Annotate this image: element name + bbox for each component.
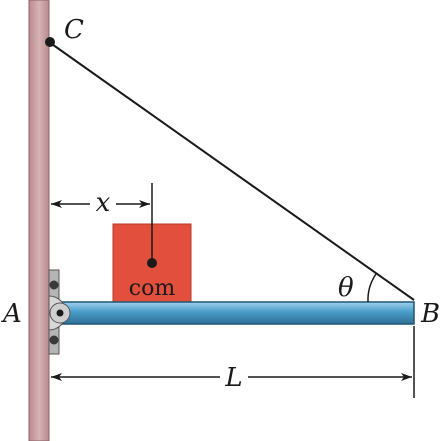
hinge-pin-center	[56, 309, 64, 317]
cable	[48, 41, 415, 301]
bolt-top-icon	[49, 280, 59, 290]
label-a: A	[1, 299, 22, 329]
label-x: x	[96, 188, 111, 218]
com-label: com	[129, 276, 176, 301]
label-c: C	[64, 15, 84, 45]
beam	[55, 301, 415, 325]
wall	[28, 0, 50, 441]
bolt-bottom-icon	[49, 335, 59, 345]
label-l: L	[224, 363, 242, 393]
label-b: B	[420, 299, 440, 329]
theta-arc	[367, 273, 377, 303]
point-c	[45, 37, 55, 47]
label-theta: θ	[338, 273, 354, 303]
